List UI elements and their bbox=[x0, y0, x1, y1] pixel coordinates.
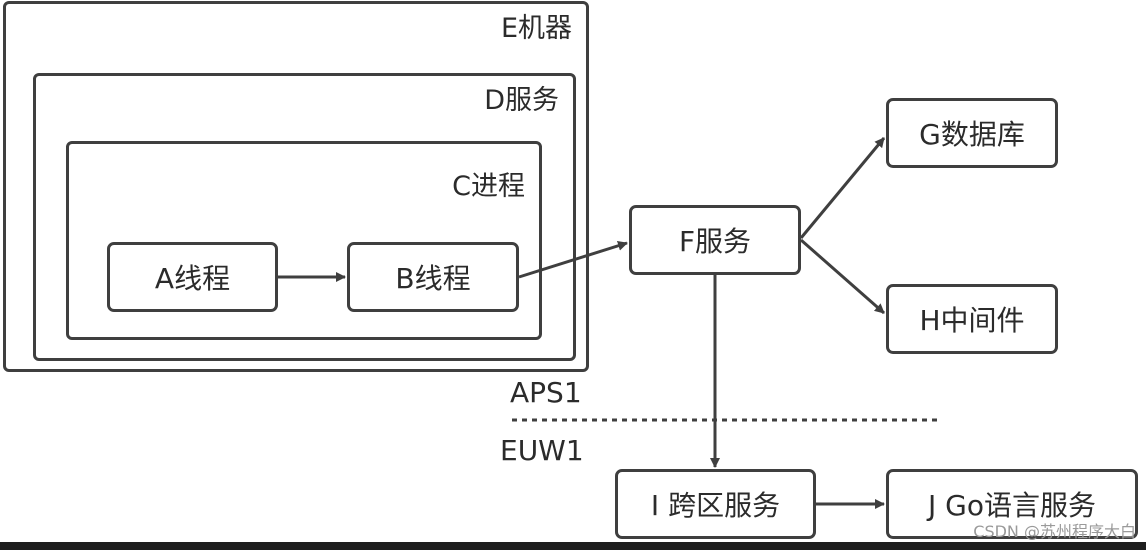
thread-b-node: B线程 bbox=[347, 242, 519, 312]
watermark: CSDN @苏州程序大白 bbox=[973, 522, 1136, 541]
machine-label: E机器 bbox=[500, 13, 572, 44]
middleware-h-node: H中间件 bbox=[886, 284, 1058, 354]
region-label-euw1: EUW1 bbox=[500, 434, 584, 467]
edge-f-to-g bbox=[799, 137, 886, 239]
database-g-node: G数据库 bbox=[886, 98, 1058, 168]
edge-f-to-h bbox=[800, 238, 885, 315]
edge-b-to-f bbox=[518, 240, 628, 279]
service-f-node: F服务 bbox=[629, 205, 801, 275]
cross-region-service-i-node: I 跨区服务 bbox=[615, 469, 816, 539]
region-label-aps1: APS1 bbox=[510, 376, 582, 409]
go-service-j-node: J Go语言服务 bbox=[886, 469, 1138, 539]
service-label: D服务 bbox=[484, 85, 559, 116]
thread-a-node: A线程 bbox=[107, 242, 278, 312]
process-label: C进程 bbox=[452, 171, 525, 202]
bottom-bar bbox=[0, 542, 1146, 550]
